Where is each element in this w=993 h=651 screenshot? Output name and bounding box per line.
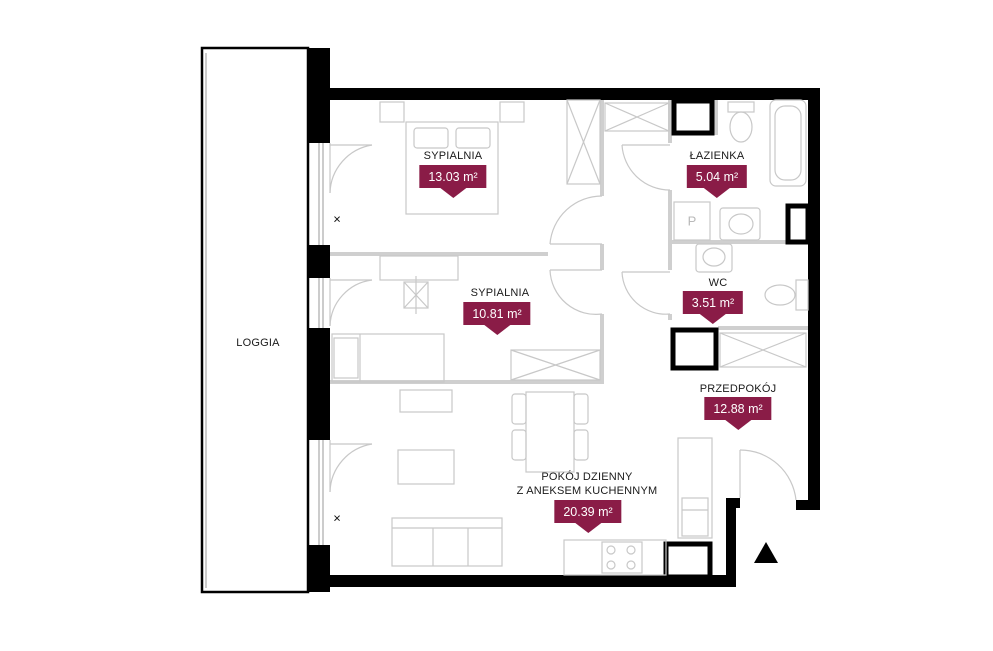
p-mark: P bbox=[687, 213, 697, 229]
loggia-label: LOGGIA bbox=[236, 337, 280, 349]
room-name-pokoj-dzienny-line2: Z ANEKSEM KUCHENNYM bbox=[516, 485, 658, 497]
area-badge-pointer bbox=[440, 188, 466, 198]
installation-shafts bbox=[663, 98, 811, 580]
room-name-pokoj-dzienny-line1: POKÓJ DZIENNY bbox=[541, 471, 633, 483]
desk-lamp-symbol bbox=[403, 276, 429, 314]
area-value-pokoj-dzienny: 20.39 m² bbox=[554, 500, 622, 523]
area-badge-pointer bbox=[703, 188, 730, 198]
room-name-lazienka: ŁAZIENKA bbox=[689, 150, 745, 162]
area-badge-pointer bbox=[484, 325, 510, 335]
area-badge-pointer bbox=[725, 420, 751, 430]
window-mark-x: × bbox=[333, 211, 341, 227]
exterior-walls bbox=[308, 48, 820, 592]
entrance-arrow-icon bbox=[754, 542, 778, 563]
living-room-furniture bbox=[391, 389, 589, 567]
area-badge-wc: 3.51 m² bbox=[682, 291, 744, 324]
area-badge-przedpokoj: 12.88 m² bbox=[704, 397, 772, 430]
wardrobes bbox=[510, 99, 807, 381]
room-name-sypialnia-2: SYPIALNIA bbox=[470, 287, 530, 299]
interior-walls bbox=[330, 100, 808, 384]
area-value-lazienka: 5.04 m² bbox=[686, 165, 748, 188]
area-value-sypialnia-2: 10.81 m² bbox=[463, 302, 531, 325]
area-badge-pokoj-dzienny: 20.39 m² bbox=[554, 500, 622, 533]
area-badge-pointer bbox=[575, 523, 601, 533]
area-badge-pointer bbox=[699, 314, 726, 324]
single-bed bbox=[331, 255, 459, 383]
room-name-wc: WC bbox=[708, 277, 728, 289]
wc-fixtures bbox=[695, 243, 809, 311]
room-name-przedpokoj: PRZEDPOKÓJ bbox=[699, 383, 777, 395]
area-badge-lazienka: 5.04 m² bbox=[686, 165, 748, 198]
windows bbox=[318, 143, 324, 545]
area-value-sypialnia-1: 13.03 m² bbox=[419, 165, 487, 188]
double-bed bbox=[379, 101, 525, 215]
area-value-wc: 3.51 m² bbox=[682, 291, 744, 314]
loggia-area bbox=[200, 46, 310, 594]
room-name-sypialnia-1: SYPIALNIA bbox=[423, 150, 483, 162]
area-badge-sypialnia-1: 13.03 m² bbox=[419, 165, 487, 198]
room-name-pokoj-dzienny: POKÓJ DZIENNY Z ANEKSEM KUCHENNYM bbox=[517, 470, 658, 498]
window-mark-x: × bbox=[333, 510, 341, 526]
kitchen-unit bbox=[563, 437, 713, 576]
bathroom-fixtures bbox=[673, 99, 807, 241]
area-badge-sypialnia-2: 10.81 m² bbox=[463, 302, 531, 335]
doors bbox=[329, 143, 797, 501]
area-value-przedpokoj: 12.88 m² bbox=[704, 397, 772, 420]
